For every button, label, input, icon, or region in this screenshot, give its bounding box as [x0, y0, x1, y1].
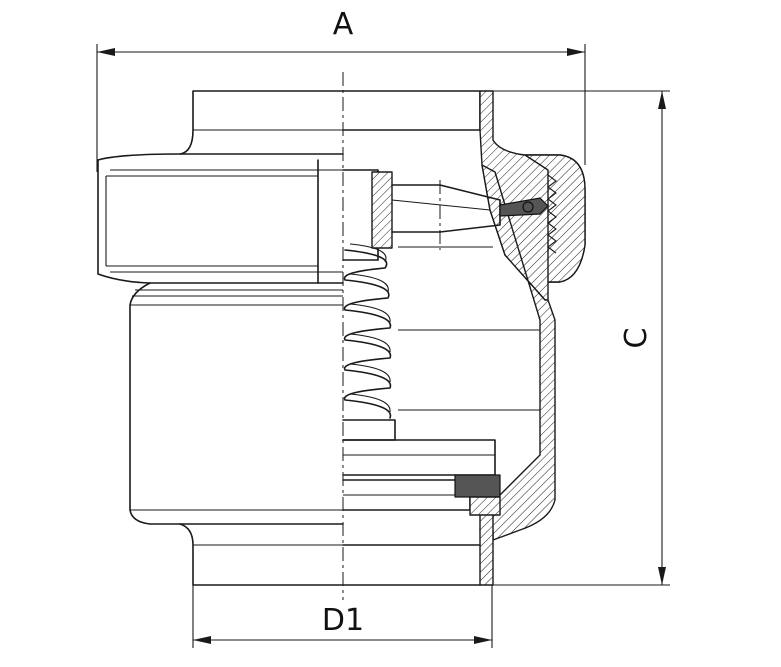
dimension-a-label: A	[333, 7, 354, 42]
valve-exterior-view	[97, 90, 344, 586]
bottom-ferrule-section	[479, 504, 494, 586]
arrow-d1-left	[193, 636, 211, 644]
arrow-d1-right	[474, 636, 492, 644]
bottom-seal	[454, 474, 501, 498]
dimension-d1-label: D1	[322, 603, 364, 638]
dimension-c-label: C	[619, 328, 654, 349]
dimension-d1: D1	[192, 585, 493, 648]
nut-section	[524, 154, 586, 283]
arrow-bottom	[658, 567, 666, 585]
arrow-right	[567, 48, 585, 56]
dimension-a: A	[96, 7, 586, 172]
seat-section	[469, 496, 501, 516]
disc-guide-section	[371, 171, 393, 249]
arrow-top	[658, 91, 666, 109]
arrow-left	[97, 48, 115, 56]
spring	[343, 243, 392, 419]
valve-section-view	[342, 90, 586, 586]
dimension-c: C	[493, 90, 670, 586]
